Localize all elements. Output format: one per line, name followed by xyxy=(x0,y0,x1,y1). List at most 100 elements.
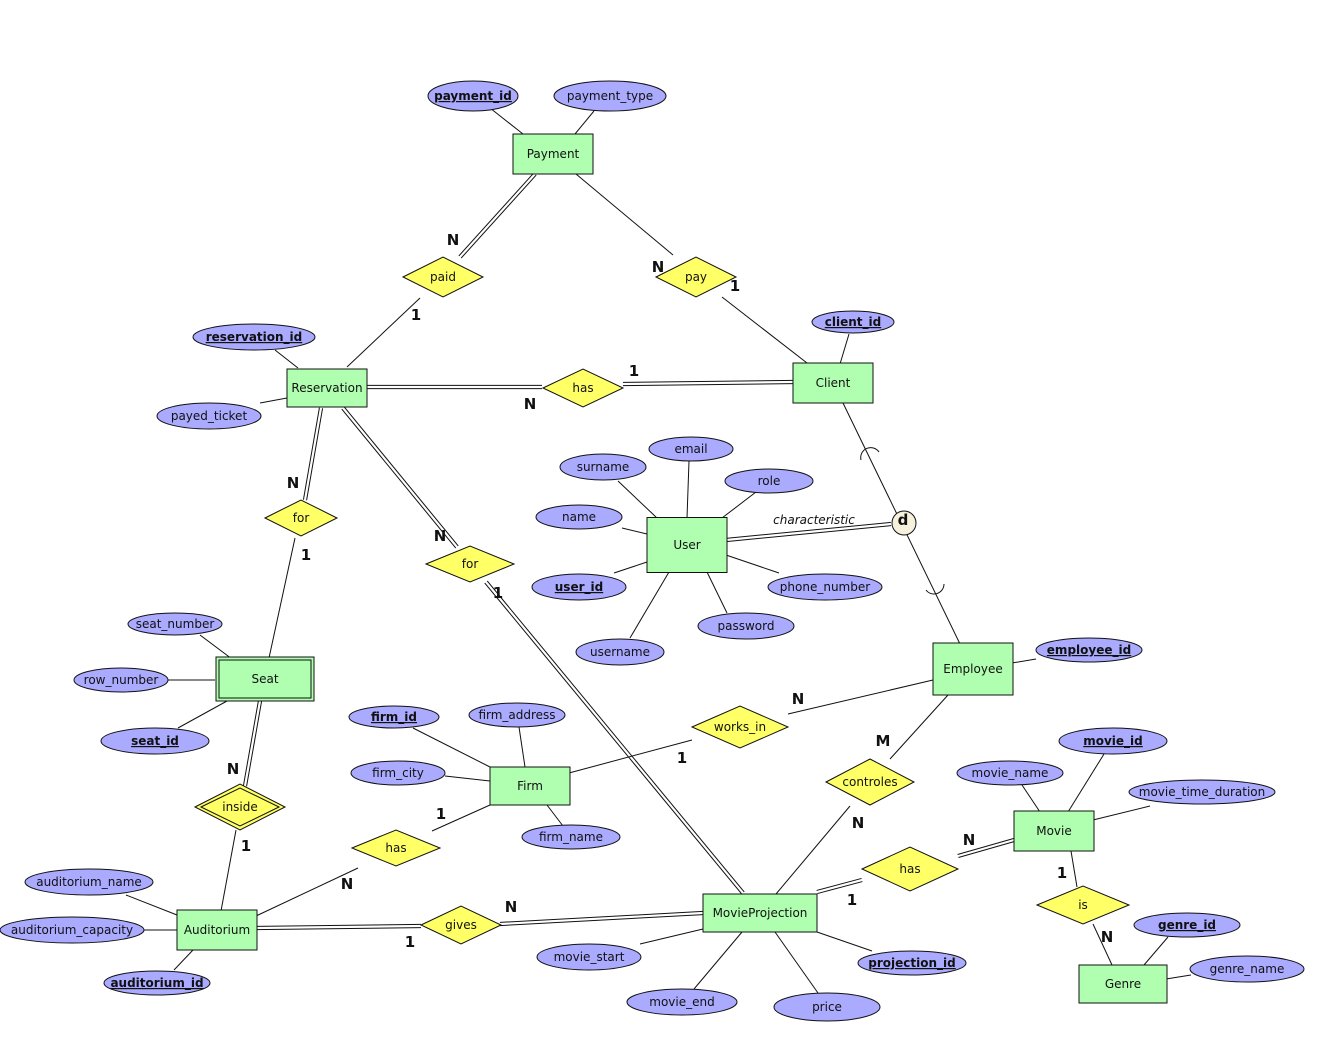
entity-seat[interactable]: Seat xyxy=(215,656,315,702)
attribute-name[interactable]: name xyxy=(535,504,623,530)
attribute-auditorium-id[interactable]: auditorium_id xyxy=(103,970,211,996)
connector-line xyxy=(242,700,259,786)
connector-line xyxy=(199,634,233,660)
attribute-payment-type[interactable]: payment_type xyxy=(553,80,667,112)
relationship-label: has xyxy=(899,862,920,876)
cardinality-label: 1 xyxy=(436,805,446,823)
attribute-auditorium-name[interactable]: auditorium_name xyxy=(24,868,154,896)
attribute-label: movie_start xyxy=(554,950,625,964)
cardinality-label: 1 xyxy=(847,891,857,909)
attribute-movie-name[interactable]: movie_name xyxy=(956,760,1064,786)
cardinality-label: N xyxy=(434,527,447,545)
connector-lines xyxy=(125,107,1192,994)
attribute-user-id[interactable]: user_id xyxy=(531,573,627,601)
connector-line xyxy=(255,867,359,917)
attribute-genre-id[interactable]: genre_id xyxy=(1133,912,1241,938)
attribute-seat-number[interactable]: seat_number xyxy=(127,612,223,636)
relationship-has-res-client[interactable]: has xyxy=(541,368,625,408)
disjoint-symbol: d xyxy=(898,511,909,529)
attribute-firm-address[interactable]: firm_address xyxy=(468,702,566,728)
attribute-password[interactable]: password xyxy=(697,612,795,640)
relationship-controles[interactable]: controles xyxy=(824,758,916,806)
relationship-label: for xyxy=(462,557,479,571)
attribute-label: movie_time_duration xyxy=(1139,785,1265,799)
entity-label: Firm xyxy=(517,779,543,793)
attribute-label: price xyxy=(812,1000,842,1014)
connector-line xyxy=(343,406,459,547)
cardinality-label: M xyxy=(876,732,891,750)
specialization-label: characteristic xyxy=(773,513,855,527)
relationship-is[interactable]: is xyxy=(1035,885,1131,925)
attribute-client-id[interactable]: client_id xyxy=(811,310,895,334)
relationship-for-res-seat[interactable]: for xyxy=(263,499,339,537)
entity-reservation[interactable]: Reservation xyxy=(286,368,368,408)
entity-movie[interactable]: Movie xyxy=(1013,810,1095,852)
attribute-role[interactable]: role xyxy=(724,468,814,494)
connector-line xyxy=(255,923,421,927)
attribute-auditorium-capacity[interactable]: auditorium_capacity xyxy=(0,916,145,944)
relationship-inside[interactable]: inside xyxy=(193,783,287,831)
relationship-label: inside xyxy=(222,800,258,814)
cardinality-label: 1 xyxy=(629,362,639,380)
entity-employee[interactable]: Employee xyxy=(932,642,1014,696)
connector-line xyxy=(621,527,648,535)
attribute-phone-number[interactable]: phone_number xyxy=(767,573,883,601)
attribute-row-number[interactable]: row_number xyxy=(73,667,169,693)
attribute-payed-ticket[interactable]: payed_ticket xyxy=(156,402,262,430)
entity-firm[interactable]: Firm xyxy=(489,766,571,806)
key-attribute-label: seat_id xyxy=(131,734,179,749)
attribute-movie-id[interactable]: movie_id xyxy=(1058,727,1168,755)
relationship-paid[interactable]: paid xyxy=(401,256,485,298)
entity-client[interactable]: Client xyxy=(792,362,874,404)
connector-line xyxy=(1143,936,1169,966)
disjoint-specialization[interactable]: d xyxy=(891,510,917,536)
attribute-payment-id[interactable]: payment_id xyxy=(427,80,519,112)
relationship-for-res-projection[interactable]: for xyxy=(424,545,516,583)
attribute-surname[interactable]: surname xyxy=(559,453,647,481)
connector-line xyxy=(125,894,178,916)
entity-genre[interactable]: Genre xyxy=(1078,964,1168,1004)
subset-arc-icon xyxy=(860,447,880,461)
connector-line xyxy=(177,700,228,729)
connector-line xyxy=(1092,923,1113,966)
attribute-genre-name[interactable]: genre_name xyxy=(1189,955,1305,983)
attribute-projection-id[interactable]: projection_id xyxy=(857,950,967,976)
connector-line xyxy=(486,580,745,893)
relationship-has-projection-movie[interactable]: has xyxy=(860,846,960,892)
connector-line xyxy=(246,701,263,787)
attribute-movie-end[interactable]: movie_end xyxy=(626,988,738,1016)
attribute-price[interactable]: price xyxy=(773,992,881,1022)
key-attribute-label: auditorium_id xyxy=(110,976,203,991)
attribute-reservation-id[interactable]: reservation_id xyxy=(192,323,316,351)
relationship-gives[interactable]: gives xyxy=(419,905,503,945)
attribute-movie-start[interactable]: movie_start xyxy=(536,943,642,971)
connector-line xyxy=(444,775,491,782)
entity-movie-projection[interactable]: MovieProjection xyxy=(702,893,818,933)
attribute-employee-id[interactable]: employee_id xyxy=(1035,637,1143,663)
attribute-label: surname xyxy=(577,460,630,474)
relationship-pay[interactable]: pay xyxy=(654,256,738,298)
attribute-firm-name[interactable]: firm_name xyxy=(521,824,621,850)
attribute-seat-id[interactable]: seat_id xyxy=(100,727,210,755)
entity-payment[interactable]: Payment xyxy=(512,133,594,175)
connector-line xyxy=(341,408,457,549)
cardinality-label: N xyxy=(505,898,518,916)
attribute-email[interactable]: email xyxy=(648,436,734,462)
attribute-username[interactable]: username xyxy=(575,638,665,666)
relationship-has-firm-auditorium[interactable]: has xyxy=(350,829,442,867)
attribute-label: password xyxy=(718,619,775,633)
entity-user[interactable]: User xyxy=(646,517,728,573)
connector-line xyxy=(1165,974,1192,980)
connector-line xyxy=(706,571,728,614)
connector-line xyxy=(1021,784,1041,813)
attribute-movie-time-duration[interactable]: movie_time_duration xyxy=(1128,779,1276,805)
relationship-works-in[interactable]: works_in xyxy=(690,705,790,749)
connector-line xyxy=(518,726,526,768)
attribute-firm-id[interactable]: firm_id xyxy=(348,705,440,729)
entity-label: Reservation xyxy=(291,381,362,395)
entity-auditorium[interactable]: Auditorium xyxy=(176,909,258,951)
key-attribute-label: client_id xyxy=(825,315,881,330)
attribute-firm-city[interactable]: firm_city xyxy=(350,760,446,786)
connector-line xyxy=(686,460,690,519)
cardinality-label: N xyxy=(792,690,805,708)
